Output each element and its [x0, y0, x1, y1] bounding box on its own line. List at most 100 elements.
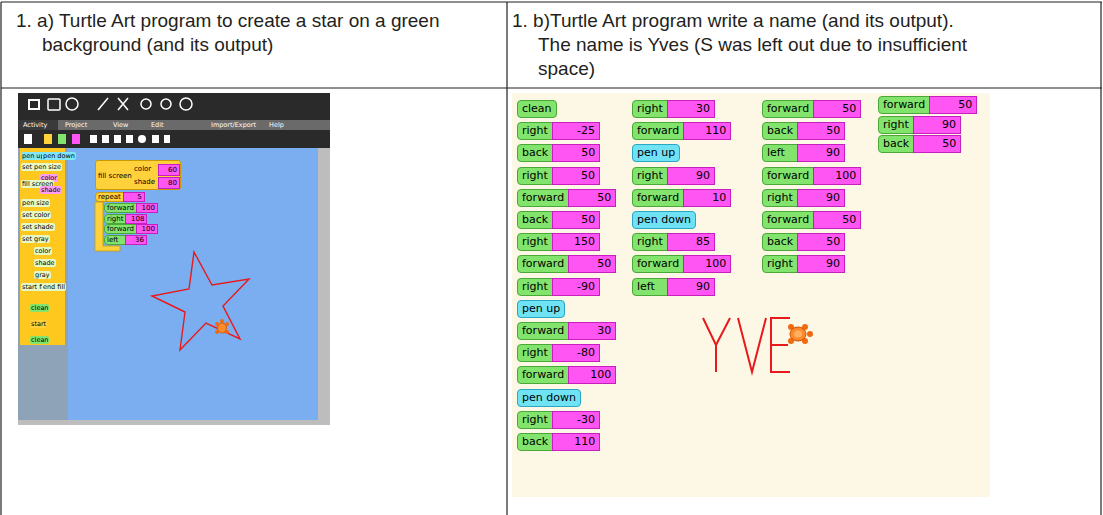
number-input: -25 [552, 122, 600, 140]
number-input: 110 [552, 433, 600, 451]
turtle-block: right90 [878, 116, 961, 134]
number-input: 10 [683, 189, 731, 207]
block-label: pen down [632, 211, 696, 229]
menu-tab: Help [268, 121, 285, 129]
right-screenshot [512, 93, 990, 497]
number-input: 90 [667, 278, 715, 296]
turtle-block: forward100 [632, 255, 731, 273]
block-label: forward [517, 189, 569, 207]
block-label: pen down [517, 389, 581, 407]
number-input: 85 [667, 233, 715, 251]
block-label: forward [762, 100, 814, 118]
block-label: pen up [632, 144, 680, 162]
block-label: forward [632, 255, 684, 273]
block-label: right [878, 116, 914, 134]
number-input: 50 [568, 189, 616, 207]
palette-block: set pen size [21, 163, 62, 171]
number-input: 110 [683, 122, 731, 140]
menu-tab: Import/Export [210, 121, 257, 129]
block-label: right [517, 278, 553, 296]
turtle-block: right-25 [517, 122, 600, 140]
header-text: 1. a) Turtle Art program to create a sta… [16, 10, 440, 55]
turtle-block: forward50 [517, 189, 616, 207]
palette-block: pen size [21, 199, 50, 207]
block-label: right [517, 122, 553, 140]
turtle-block: pen up [632, 144, 680, 162]
turtle-block: back110 [517, 433, 600, 451]
number-input: 50 [913, 135, 961, 153]
turtle-block: left90 [632, 278, 715, 296]
block-label: color [134, 164, 151, 174]
block-label: right [762, 189, 798, 207]
turtle-block: forward100 [104, 224, 158, 234]
turtle-block: forward110 [632, 122, 731, 140]
block-label: right [632, 167, 668, 185]
menu-tab: View [112, 121, 129, 129]
number-input: 108 [125, 214, 147, 224]
turtle-block: forward100 [517, 366, 616, 384]
number-input: -80 [552, 344, 600, 362]
turtle-block: back50 [762, 233, 845, 251]
number-input: 5 [123, 192, 145, 202]
block-label: left [632, 278, 668, 296]
turtle-block: back50 [762, 122, 845, 140]
palette-block: shade [40, 186, 62, 194]
palette-block: clean [30, 336, 49, 344]
turtle-block: right90 [762, 189, 845, 207]
block-label: back [517, 433, 553, 451]
menu-tab: Project [64, 121, 88, 129]
turtle-block: right108 [104, 214, 147, 224]
turtle-block: pen up [517, 300, 565, 318]
block-label: right [517, 167, 553, 185]
turtle-block: right50 [517, 167, 600, 185]
block-label: right [517, 344, 553, 362]
block-label: forward [517, 322, 569, 340]
palette-block: gray [34, 271, 51, 279]
block-label: pen up [517, 300, 565, 318]
block-label: forward [762, 167, 814, 185]
turtle-block: right-90 [517, 278, 600, 296]
palette-block: shade [34, 259, 56, 267]
block-label: right [517, 233, 553, 251]
turtle-block: back50 [517, 144, 600, 162]
block-label: right [632, 100, 668, 118]
number-input: 50 [813, 211, 861, 229]
turtle-block: pen down [632, 211, 696, 229]
palette-block: set color [21, 211, 51, 219]
number-input: 50 [552, 144, 600, 162]
header-cell: 1. b)Turtle Art program write a name (an… [512, 9, 982, 81]
palette-block: color [34, 247, 52, 255]
turtle-block: right30 [632, 100, 715, 118]
turtle-block: forward50 [517, 255, 616, 273]
turtle-block: clean [517, 100, 557, 118]
number-input: 50 [552, 167, 600, 185]
palette-block: start [30, 320, 47, 328]
turtle-icon [788, 324, 813, 344]
turtle-block: forward50 [878, 96, 977, 114]
block-label: forward [762, 211, 814, 229]
fill-screen-block: fill screencolor60shade80 [95, 160, 181, 190]
number-input: 50 [929, 96, 977, 114]
turtle-block: left90 [762, 144, 845, 162]
turtle-block: repeat5 [95, 192, 145, 202]
turtle-icon [215, 319, 229, 334]
block-label: back [878, 135, 914, 153]
number-input: 90 [667, 167, 715, 185]
palette-block: pen down [42, 152, 76, 160]
turtle-block: forward50 [762, 211, 861, 229]
number-input: 80 [158, 177, 180, 189]
number-input: 100 [136, 203, 158, 213]
turtle-block: right90 [762, 255, 845, 273]
number-input: 90 [797, 144, 845, 162]
block-label: shade [134, 177, 155, 187]
palette-block: set shade [21, 223, 55, 231]
number-input: -30 [552, 411, 600, 429]
number-input: 30 [568, 322, 616, 340]
number-input: 30 [667, 100, 715, 118]
turtle-block: right-30 [517, 411, 600, 429]
number-input: 100 [813, 167, 861, 185]
number-input: 50 [813, 100, 861, 118]
block-label: right [762, 255, 798, 273]
number-input: 90 [913, 116, 961, 134]
block-label: back [762, 233, 798, 251]
